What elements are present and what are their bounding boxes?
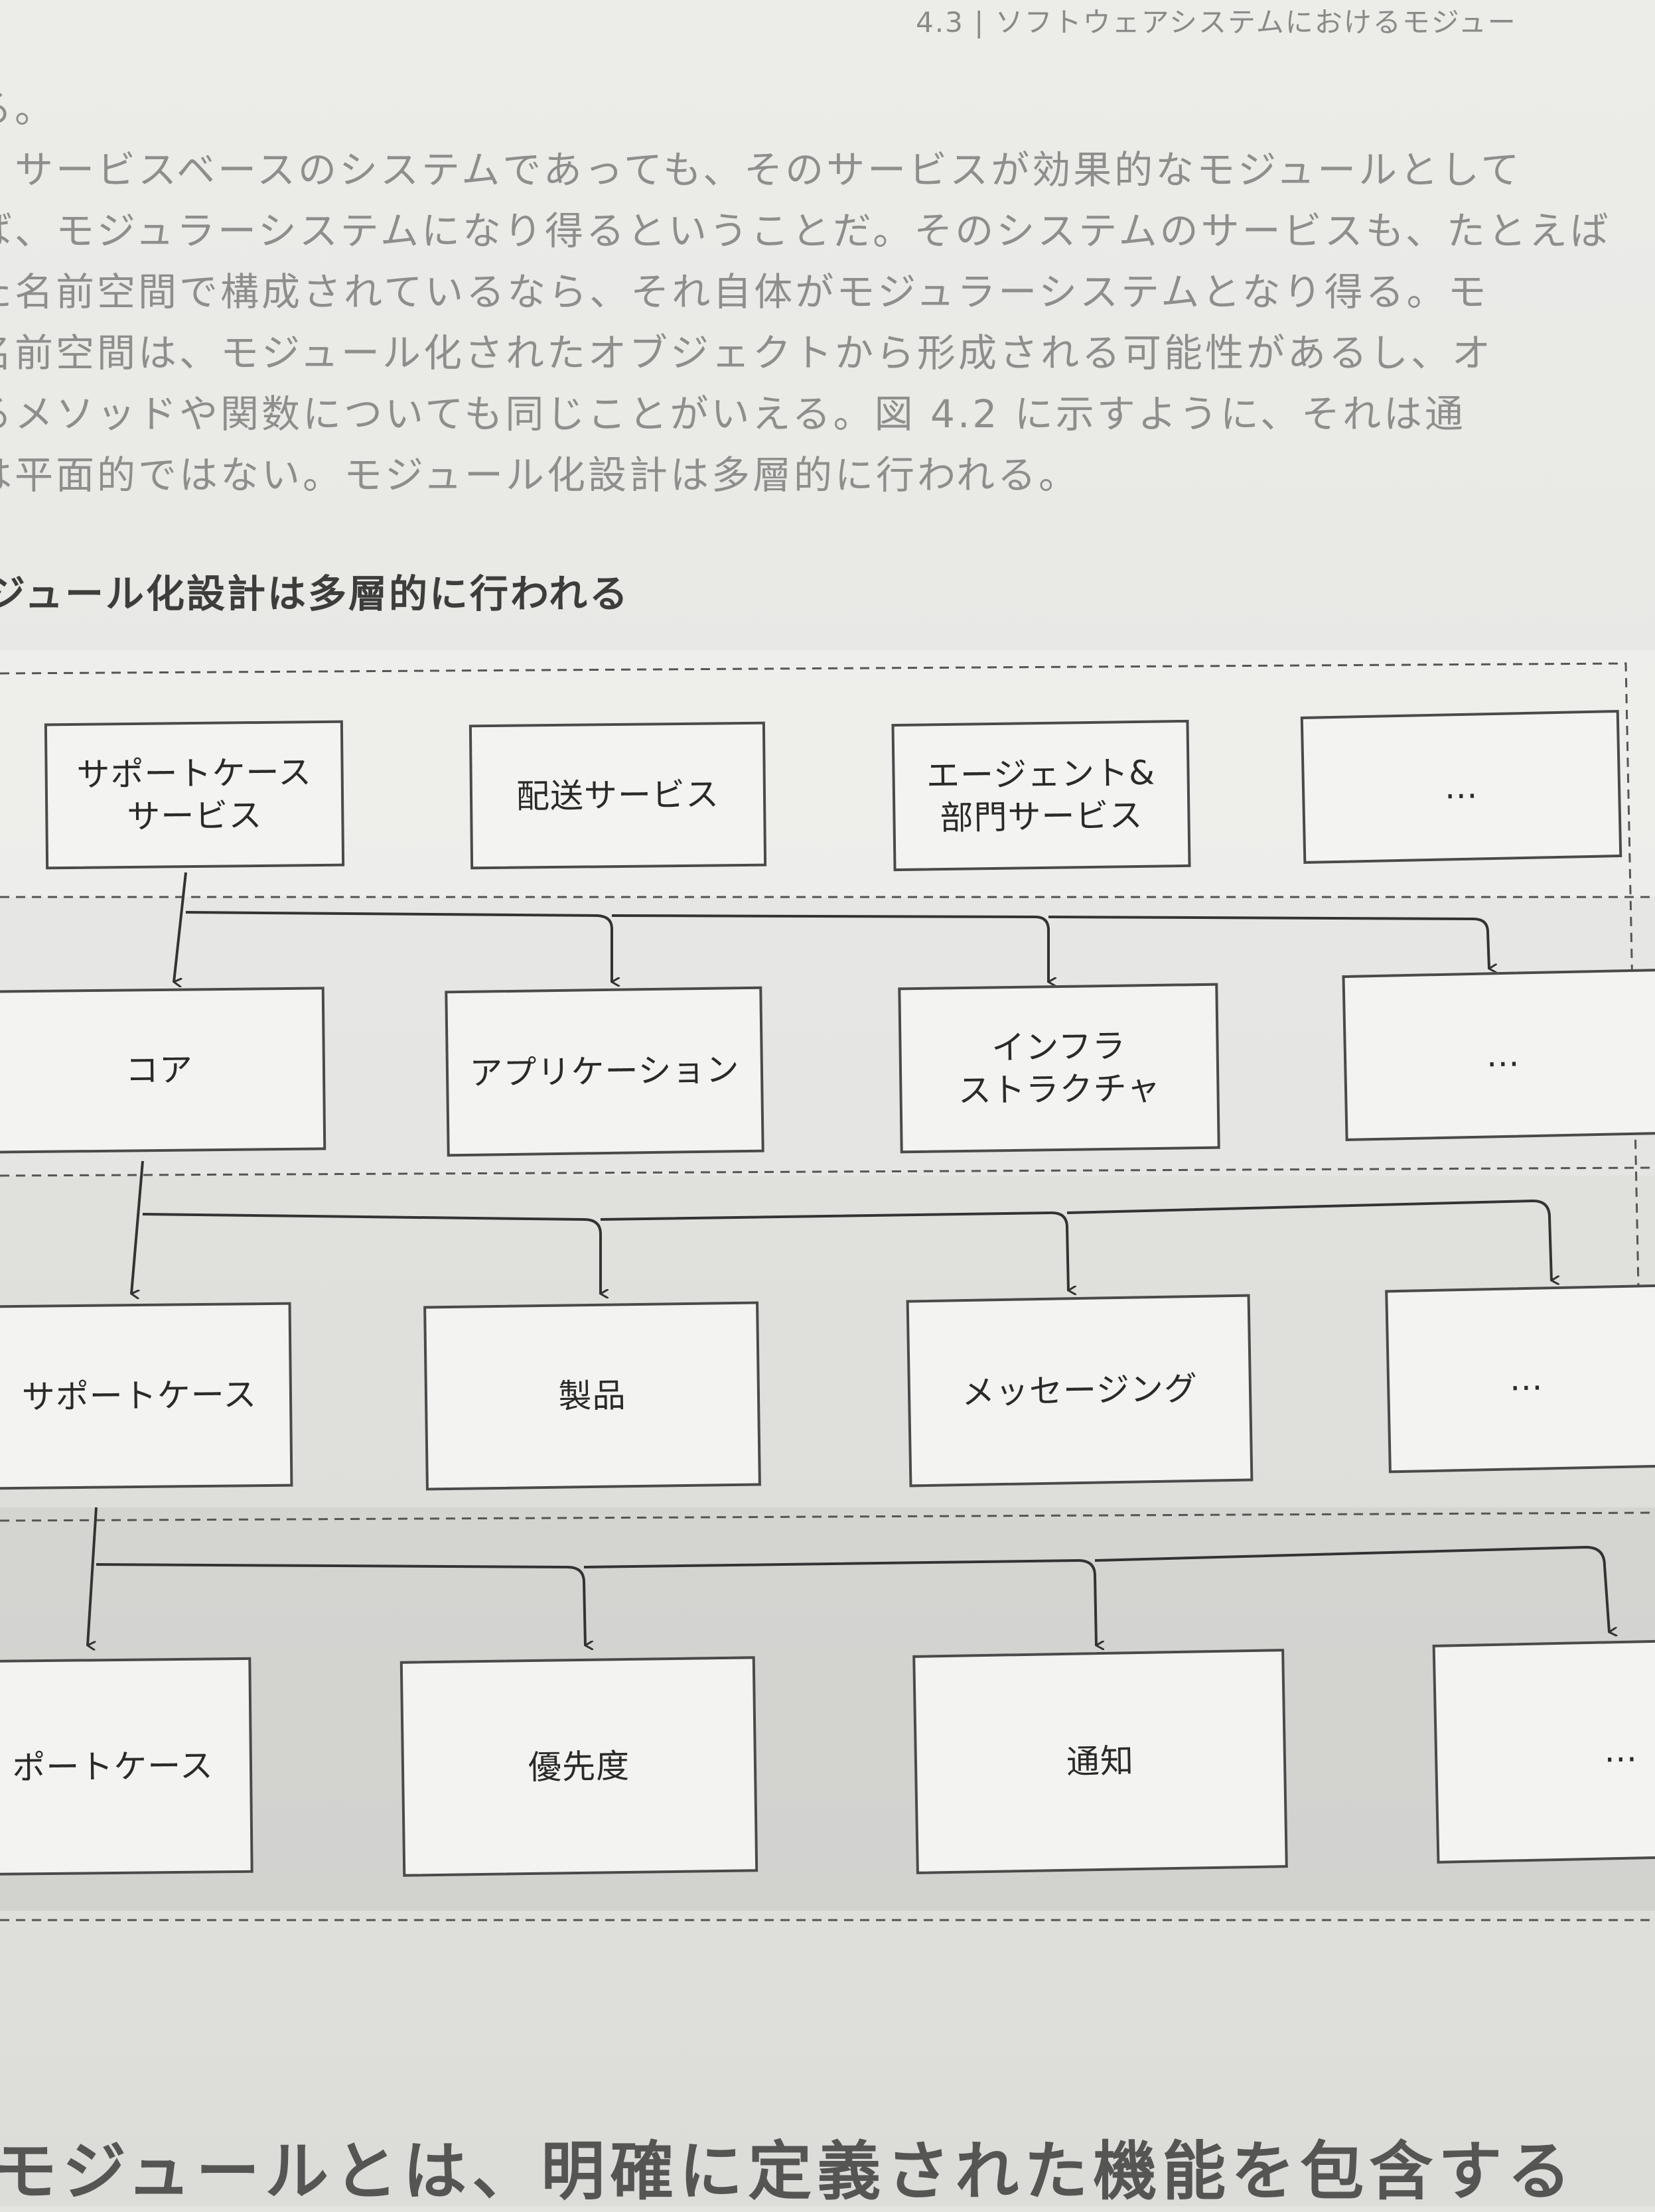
figure-caption: ジュール化設計は多層的に行われる [0,571,630,616]
box-support-case-method: ポートケース [0,1657,253,1876]
box-priority: 優先度 [399,1656,758,1877]
body-line: ば、モジュラーシステムになり得るということだ。そのシステムのサービスも、たとえば [0,208,1611,253]
modular-layers-diagram: サポートケース サービス 配送サービス エージェント& 部門サービス … コア … [0,650,1655,1951]
box-delivery-service: 配送サービス [468,721,767,870]
box-messaging: メッセージング [906,1294,1254,1487]
box-infrastructure: インフラ ストラクチャ [898,983,1220,1154]
box-more-methods: … [1432,1639,1655,1864]
connectors-l1-l2 [174,872,1489,982]
box-support-case-service: サポートケース サービス [44,720,345,870]
connector-lines [0,662,1655,1921]
box-product: 製品 [423,1301,761,1491]
box-more-namespaces: … [1342,969,1655,1141]
box-agent-department-service: エージェント& 部門サービス [891,719,1191,872]
connectors-l2-l3 [131,1160,1551,1294]
box-more-objects: … [1385,1284,1655,1474]
body-line: は平面的ではない。モジュール化設計は多層的に行われる。 [0,452,1080,498]
box-more-services: … [1300,709,1622,864]
box-application: アプリケーション [445,986,764,1157]
box-core: コア [0,987,326,1154]
body-line: 名前空間は、モジュール化されたオブジェクトから形成される可能性があるし、オ [0,330,1493,376]
running-head: 4.3 | ソフトウェアシステムにおけるモジュー [916,6,1517,38]
box-notification: 通知 [912,1649,1288,1874]
bottom-paragraph-line: モジュールとは、明確に定義された機能を包含する [0,2134,1577,2209]
connectors-l3-l4 [88,1507,1609,1645]
outer-dashed-border [0,662,1640,1321]
body-line: た名前空間で構成されているなら、それ自体がモジュラーシステムとなり得る。モ [0,269,1489,314]
body-paragraph: る。 、サービスベースのシステムであっても、そのサービスが効果的なモジュールとし… [0,78,1655,506]
box-support-case-object: サポートケース [0,1302,293,1490]
body-line: 、サービスベースのシステムであっても、そのサービスが効果的なモジュールとして [0,147,1522,192]
layer-borders [0,662,1655,1921]
body-line: るメソッドや関数についても同じことがいえる。図 4.2 に示すように、それは通 [0,391,1466,437]
layer-band-methods [0,1507,1655,1911]
body-line: る。 [0,86,56,131]
